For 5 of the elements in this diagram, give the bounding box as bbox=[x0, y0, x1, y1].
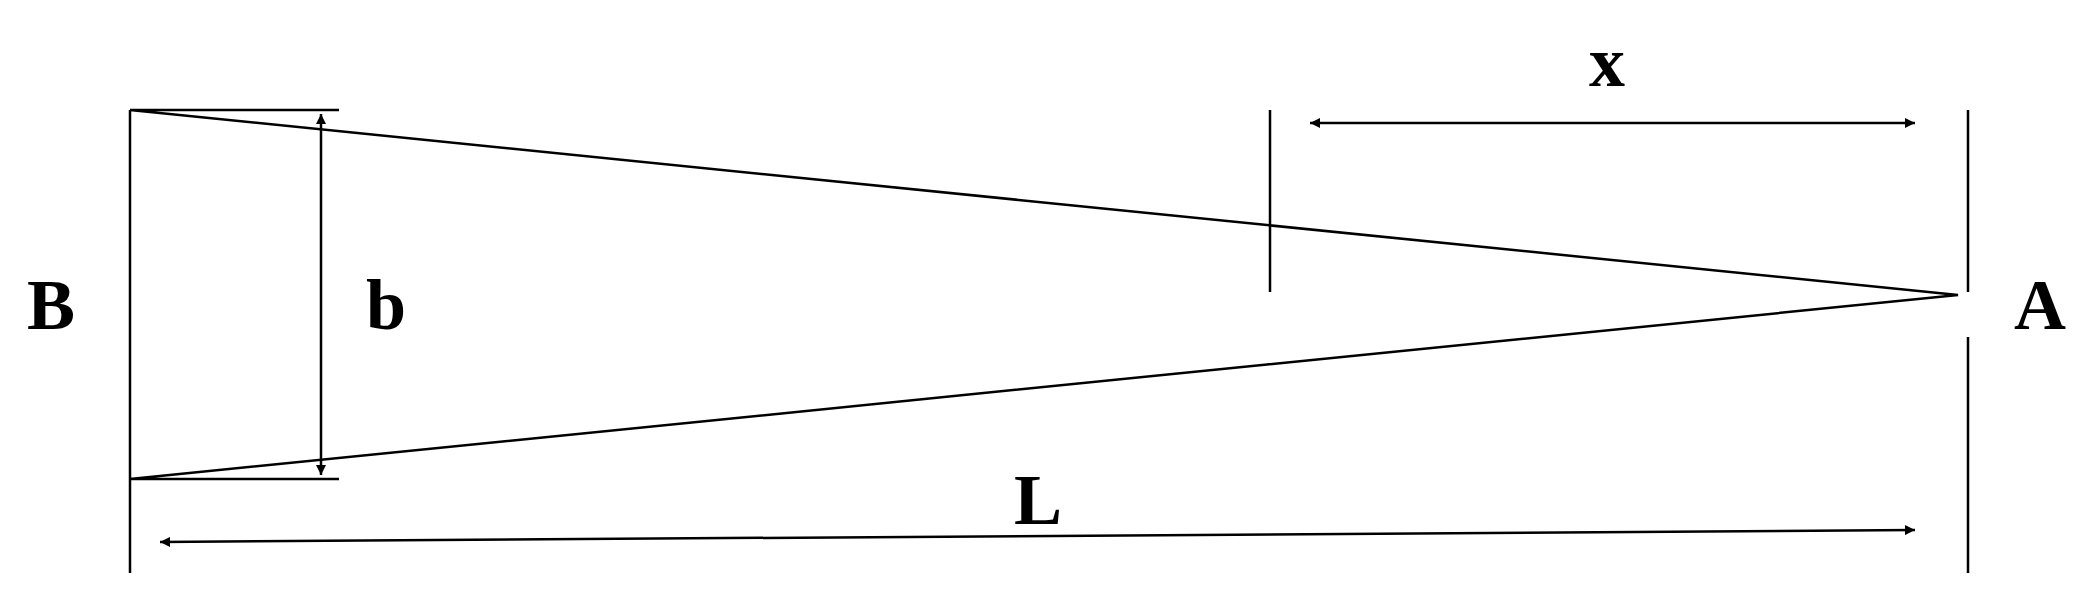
dimension-label: x bbox=[1589, 26, 1625, 98]
dimension-label: A bbox=[2014, 269, 2066, 341]
dimension-label: b bbox=[366, 269, 406, 341]
dimension-label: B bbox=[27, 269, 75, 341]
dimension-label: L bbox=[1014, 464, 1062, 536]
